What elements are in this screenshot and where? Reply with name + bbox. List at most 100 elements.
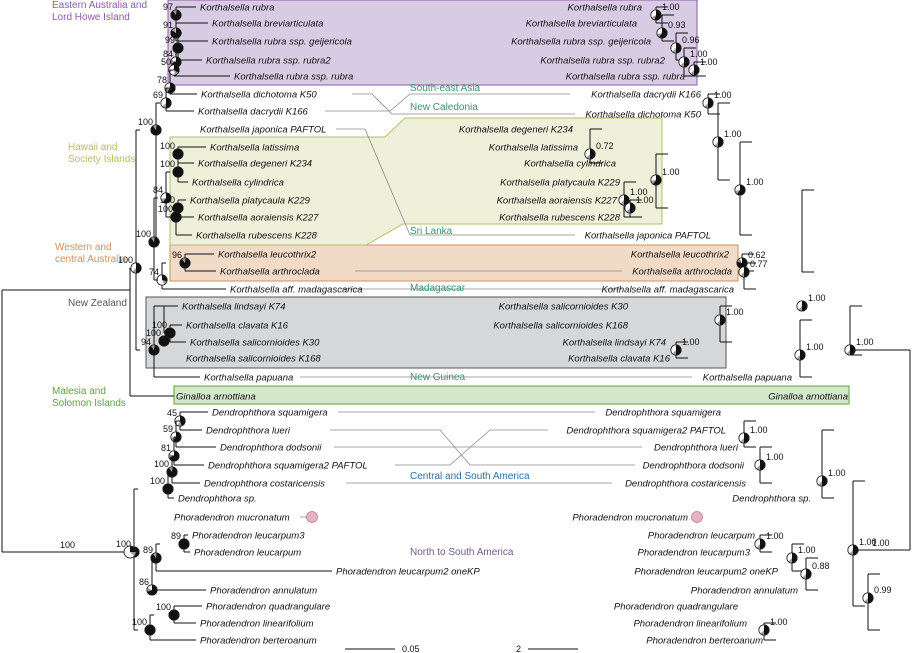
left-node-pie: [160, 192, 172, 204]
left-support-value: 99: [165, 35, 175, 45]
right-taxon-label: Korthalsella platycaula K229: [500, 178, 621, 189]
right-taxon-label: Dendrophthora lueri: [654, 443, 739, 454]
right-node-pie: [758, 624, 770, 636]
left-node-pie: [150, 124, 162, 136]
left-taxon-label: Korthalsella degeneri K234: [198, 159, 312, 170]
left-support-value: 100: [160, 159, 175, 169]
right-node-pie: [624, 202, 636, 214]
left-support-value: 100: [158, 204, 173, 214]
left-taxon-label: Korthalsella aff. madagascarica: [230, 285, 363, 296]
region-label-line: Society Islands: [68, 154, 135, 165]
right-support-value: 1.00: [798, 545, 816, 555]
left-node-pie: [148, 236, 160, 248]
right-taxon-label: Korthalsella aoraiensis K227: [497, 196, 618, 207]
left-support-value: 100: [146, 328, 161, 338]
region-box-east_aus: [167, 0, 698, 86]
left-taxon-label: Phoradendron leucarpum: [194, 548, 301, 559]
left-support-value: 78: [157, 75, 167, 85]
left-taxon-label: Phoradendron leucarpum2 oneKP: [336, 567, 480, 578]
left-support-value: 86: [139, 577, 149, 587]
right-taxon-label: Korthalsella aff. madagascarica: [601, 285, 734, 296]
right-support-value: 1.00: [746, 177, 764, 187]
left-taxon-label: Ginalloa arnottiana: [176, 392, 256, 403]
left-node-pie: [148, 344, 160, 356]
right-node-pie: [678, 56, 690, 68]
right-node-pie: [796, 300, 808, 312]
left-taxon-label: Dendrophthora costaricensis: [204, 479, 325, 490]
right-support-value: 1.00: [714, 90, 732, 100]
right-support-root: 1.00: [872, 538, 890, 548]
connector-dacrydii: [325, 93, 570, 112]
left-support-value: 94: [141, 337, 151, 347]
right-node-pie: [734, 184, 746, 196]
left-taxon-label: Korthalsella dacrydii K166: [198, 107, 309, 118]
left-taxon-label: Korthalsella leucothrix2: [218, 250, 317, 261]
left-taxon-label: Korthalsella rubra ssp. geijericola: [212, 37, 352, 48]
right-support-value: 1.00: [700, 57, 718, 67]
geo-label-new_caledonia: New Caledonia: [410, 102, 478, 113]
right-support-value: 1.00: [690, 49, 708, 59]
right-support-value: 1.00: [630, 187, 648, 197]
left-support-value: 100: [116, 539, 131, 549]
right-support-value: 1.00: [636, 195, 654, 205]
right-taxon-label: Dendrophthora squamigera2 PAFTOL: [566, 426, 726, 437]
left-support-value: 100: [160, 141, 175, 151]
right-node-pie: [670, 344, 682, 356]
left-node-pie: [130, 262, 142, 274]
left-taxon-label: Korthalsella salicornioides K168: [186, 354, 321, 365]
region-label-line: New Zealand: [68, 298, 127, 309]
region-label-line: Hawaii and: [68, 142, 117, 153]
left-node-pie: [178, 538, 190, 550]
right-support-value: 1.00: [828, 468, 846, 478]
right-node-pie: [754, 538, 766, 550]
left-node-pie: [172, 166, 184, 178]
right-support-value: 1.00: [806, 342, 824, 352]
connector-squamigera2: [395, 429, 548, 466]
right-taxon-label: Dendrophthora sp.: [732, 494, 811, 505]
right-support-value: 1.00: [682, 337, 700, 347]
left-taxon-label: Dendrophthora squamigera: [212, 408, 328, 419]
left-taxon-label: Korthalsella japonica PAFTOL: [200, 125, 326, 136]
left-taxon-label: Korthalsella dichotoma K50: [201, 90, 317, 101]
connector-lueri: [330, 429, 635, 466]
right-node-pie: [794, 349, 806, 361]
right-support-value: 1.00: [808, 293, 826, 303]
right-support-value: 1.00: [724, 129, 742, 139]
right-node-pie: [816, 475, 828, 487]
right-support-value: 0.93: [668, 20, 686, 30]
region-label-line: Solomon Islands: [52, 398, 126, 409]
right-taxon-label: Korthalsella dichotoma K50: [585, 110, 701, 121]
left-node-pie: [170, 27, 182, 39]
right-taxon-label: Phoradendron linearifolium: [633, 619, 747, 630]
region-box-nz: [145, 296, 727, 369]
right-taxon-label: Phoradendron quadrangulare: [614, 602, 738, 613]
left-taxon-label: Dendrophthora lueri: [206, 426, 291, 437]
left-taxon-label: Dendrophthora dodsonii: [220, 443, 322, 454]
left-support-value: 89: [171, 531, 181, 541]
left-taxon-label: Korthalsella platycaula K229: [190, 196, 311, 207]
right-node-pie: [618, 194, 630, 206]
left-taxon-label: Korthalsella papuana: [204, 373, 293, 384]
flag-marker-right: [691, 511, 703, 523]
left-taxon-label: Korthalsella cylindrica: [192, 178, 284, 189]
left-node-pie: [160, 97, 172, 109]
region-box-hawaii: [169, 117, 663, 246]
geo-label-madagascar: Madagascar: [410, 283, 466, 294]
right-node-pie: [754, 459, 766, 471]
left-support-value: 84: [163, 49, 173, 59]
left-support-value: 91: [163, 20, 173, 30]
right-taxon-label: Korthalsella rubescens K228: [499, 213, 621, 224]
left-taxon-label: Phoradendron mucronatum: [174, 513, 290, 524]
right-support-value: 1.00: [750, 425, 768, 435]
geo-label-se_asia: South-east Asia: [410, 83, 480, 94]
left-taxon-label: Phoradendron berteroanum: [200, 636, 317, 647]
right-support-value: 1.00: [859, 537, 877, 547]
left-taxon-label: Korthalsella aoraiensis K227: [198, 213, 319, 224]
right-taxon-label: Ginalloa arnottiana: [768, 392, 848, 403]
left-support-value: 84: [153, 185, 163, 195]
